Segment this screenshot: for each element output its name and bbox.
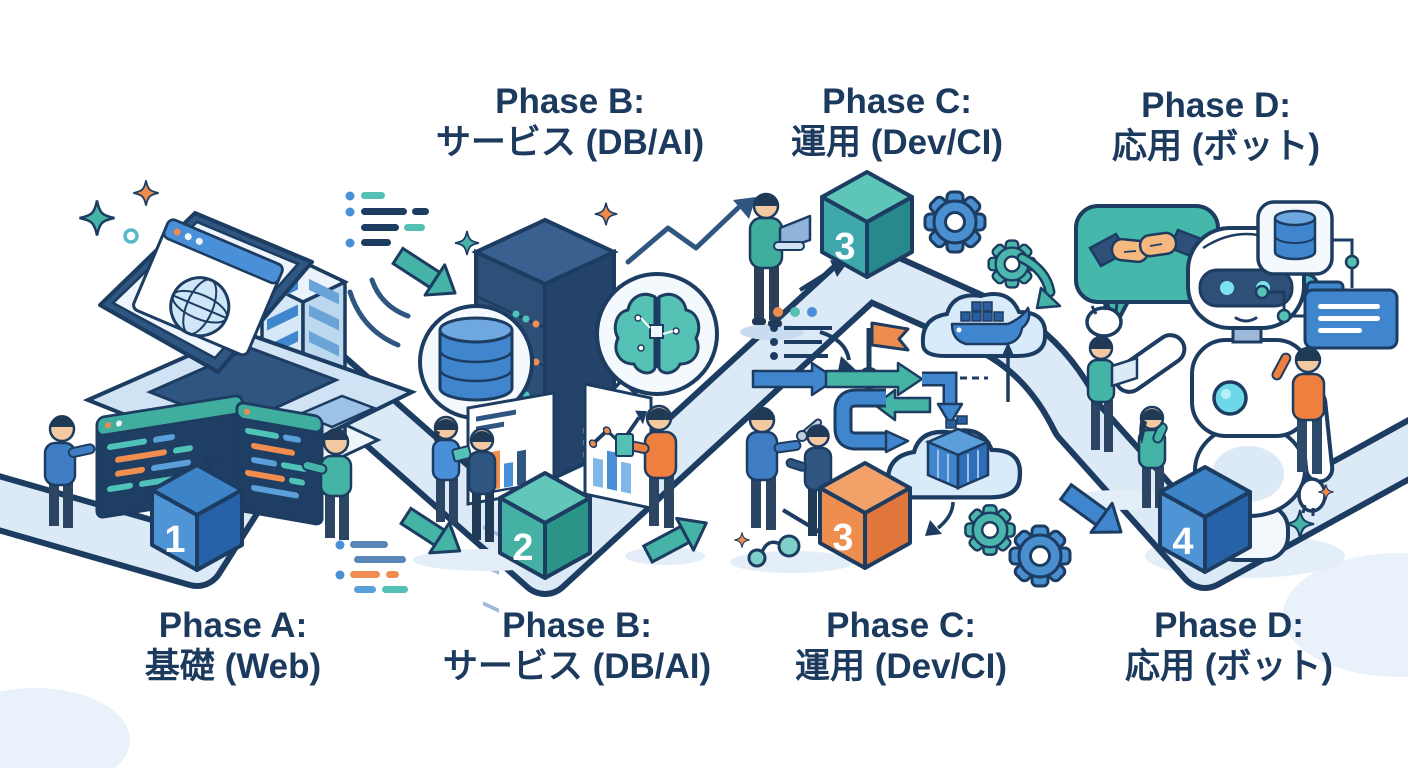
code-lines-icon xyxy=(335,540,408,593)
laptop-browser-globe-icon xyxy=(82,211,418,471)
phase-a-bottom-label: Phase A: 基礎 (Web) xyxy=(145,606,321,687)
phase-subtitle: 運用 (Dev/CI) xyxy=(795,646,1007,686)
folder-card-icon xyxy=(1303,280,1399,350)
phase-d-bottom-label: Phase D: 応用 (ボット) xyxy=(1125,606,1333,687)
milestone-cube-3: 3 xyxy=(820,170,914,279)
milestone-number: 3 xyxy=(832,517,853,559)
milestone-cube-2: 2 xyxy=(498,471,592,580)
person-man-orange-tablet xyxy=(615,404,678,528)
connector-lines xyxy=(1254,238,1360,324)
sparkle-icon xyxy=(132,179,160,207)
phase-c-bottom-label: Phase C: 運用 (Dev/CI) xyxy=(795,606,1007,687)
teal-arrow-icon xyxy=(399,506,462,555)
milestone-cube-3-orange: 3 xyxy=(818,461,912,570)
milestone-cube-4: 4 xyxy=(1158,465,1252,574)
curved-arrow-icon xyxy=(819,330,856,371)
checklist-icon xyxy=(770,307,832,360)
person-developer-a1 xyxy=(43,415,96,528)
phase-title: Phase D: xyxy=(1141,86,1291,125)
phase-subtitle: 運用 (Dev/CI) xyxy=(791,122,1003,162)
phase-title: Phase D: xyxy=(1154,606,1304,645)
gear-icon xyxy=(964,504,1016,556)
phase-b-bottom-label: Phase B: サービス (DB/AI) xyxy=(443,606,711,687)
phase-c-top-label: Phase C: 運用 (Dev/CI) xyxy=(791,82,1003,163)
milestone-cube-1: 1 xyxy=(150,463,244,572)
code-editor-window-icon xyxy=(235,401,324,526)
person-woman-tablet xyxy=(431,415,472,524)
milestone-number: 2 xyxy=(512,527,533,569)
growth-arrow-icon xyxy=(625,197,756,265)
gear-icon xyxy=(923,190,987,254)
sparkle-icon xyxy=(593,202,619,226)
phase-title: Phase C: xyxy=(822,82,972,121)
phase-title: Phase B: xyxy=(495,82,645,121)
teal-arrow-icon xyxy=(391,246,457,297)
phase-title: Phase A: xyxy=(158,606,308,645)
milestone-number: 4 xyxy=(1172,521,1193,563)
milestone-number: 3 xyxy=(834,226,855,268)
milestone-number: 1 xyxy=(164,519,185,561)
gear-icon xyxy=(1008,524,1072,588)
person-woman-teal xyxy=(1137,405,1168,508)
docker-whale-cloud-icon xyxy=(920,292,1048,358)
phase-d-top-label: Phase D: 応用 (ボット) xyxy=(1112,86,1320,167)
phase-b-group xyxy=(391,197,756,613)
person-developer-a2 xyxy=(301,428,353,540)
blue-arrow-icon xyxy=(1058,482,1123,534)
phase-subtitle: 基礎 (Web) xyxy=(144,646,322,686)
phase-subtitle: サービス (DB/AI) xyxy=(442,646,712,686)
ai-brain-speech-bubble-icon xyxy=(590,272,719,414)
person-man-teal-laptop xyxy=(1086,335,1139,452)
person-laptop-on-road xyxy=(748,192,812,327)
database-speech-bubble-icon xyxy=(418,304,547,434)
teal-arrow-icon xyxy=(641,516,708,564)
container-cloud-icon xyxy=(888,415,1020,497)
wifi-signal-icon xyxy=(347,277,411,348)
database-card-icon xyxy=(1256,200,1334,276)
handshake-speech-bubble-icon xyxy=(1074,204,1220,334)
sparkle-icon xyxy=(78,199,116,237)
phase-subtitle: 応用 (ボット) xyxy=(1111,126,1321,166)
phase-subtitle: サービス (DB/AI) xyxy=(435,122,705,162)
phase-a-group xyxy=(43,179,429,593)
teal-curved-arrow-icon xyxy=(1016,252,1062,310)
phase-subtitle: 応用 (ボット) xyxy=(1124,646,1334,686)
person-man-orange-pointing xyxy=(1271,346,1326,474)
sparkle-icon xyxy=(733,531,751,549)
code-lines-icon xyxy=(345,191,429,248)
phase-title: Phase C: xyxy=(826,606,976,645)
ci-pipeline-flowchart-icon xyxy=(751,342,1015,454)
phase-title: Phase B: xyxy=(502,606,652,645)
phase-b-top-label: Phase B: サービス (DB/AI) xyxy=(436,82,704,163)
person-man-navy xyxy=(467,427,497,542)
git-branch-icon xyxy=(747,534,801,568)
dot-ring-icon xyxy=(123,228,139,244)
curved-arrow-icon xyxy=(925,501,955,536)
